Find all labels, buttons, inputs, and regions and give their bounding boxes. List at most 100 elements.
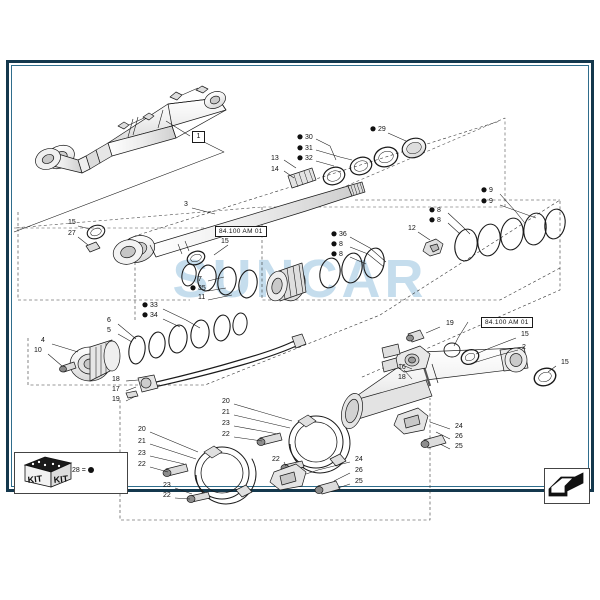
- callout-8[interactable]: 8: [331, 241, 343, 248]
- callout-8[interactable]: 8: [429, 207, 441, 214]
- callout-30[interactable]: 30: [297, 134, 313, 141]
- callout-bullet: [142, 302, 148, 308]
- callout-22[interactable]: 22: [138, 461, 146, 468]
- callout-number: 5: [107, 327, 111, 334]
- callout-number: 23: [163, 482, 171, 489]
- callout-number: 9: [489, 187, 493, 194]
- callout-20[interactable]: 20: [138, 426, 146, 433]
- reference-label-mid[interactable]: 84.100 AM 01: [215, 226, 267, 237]
- callout-15[interactable]: 15: [521, 331, 529, 338]
- callout-17[interactable]: 17: [112, 386, 120, 393]
- callout-9[interactable]: 9: [481, 198, 493, 205]
- callout-25[interactable]: 25: [455, 443, 463, 450]
- callout-12[interactable]: 12: [408, 225, 416, 232]
- callout-number: 22: [138, 461, 146, 468]
- callout-bullet: [429, 207, 435, 213]
- callout-4[interactable]: 4: [41, 337, 45, 344]
- callout-bullet: [429, 217, 435, 223]
- callout-22[interactable]: 22: [163, 492, 171, 499]
- callout-16[interactable]: 16: [398, 364, 406, 371]
- callout-34[interactable]: 34: [142, 312, 158, 319]
- callout-bullet: [297, 145, 303, 151]
- callout-15[interactable]: 15: [221, 238, 229, 245]
- callout-number: 31: [305, 145, 313, 152]
- callout-11[interactable]: 11: [198, 294, 205, 301]
- callout-number: 8: [437, 207, 441, 214]
- callout-number: 2: [522, 344, 526, 351]
- callout-31[interactable]: 31: [297, 145, 313, 152]
- callout-number: 19: [112, 396, 120, 403]
- callout-32[interactable]: 32: [297, 155, 313, 162]
- callout-number: 19: [446, 320, 454, 327]
- callout-13[interactable]: 13: [271, 155, 279, 162]
- callout-33[interactable]: 33: [142, 302, 158, 309]
- callout-number: 29: [378, 126, 386, 133]
- callout-35[interactable]: 35: [190, 285, 206, 292]
- callout-26[interactable]: 26: [355, 467, 363, 474]
- callout-26[interactable]: 26: [455, 433, 463, 440]
- callout-21[interactable]: 21: [222, 409, 230, 416]
- kit-legend-box: KIT KIT: [14, 452, 128, 494]
- assembly-callout-box[interactable]: 1: [192, 131, 205, 143]
- callout-29[interactable]: 29: [370, 126, 386, 133]
- callout-number: 8: [437, 217, 441, 224]
- callout-2[interactable]: 2: [522, 344, 526, 351]
- callout-6[interactable]: 6: [107, 317, 111, 324]
- callout-number: 23: [138, 450, 146, 457]
- callout-number: 10: [34, 347, 42, 354]
- callout-25[interactable]: 25: [355, 478, 363, 485]
- callout-15[interactable]: 15: [68, 219, 76, 226]
- callout-number: 20: [138, 426, 146, 433]
- callout-number-layer: 1315271314303132291573511368812889933346…: [34, 126, 569, 499]
- svg-text:KIT: KIT: [27, 473, 43, 485]
- callout-bullet: [481, 198, 487, 204]
- callout-18[interactable]: 18: [398, 374, 406, 381]
- callout-number: 13: [271, 155, 279, 162]
- callout-21[interactable]: 21: [138, 438, 146, 445]
- callout-19[interactable]: 19: [112, 396, 120, 403]
- callout-bullet: [481, 187, 487, 193]
- callout-15[interactable]: 15: [561, 359, 569, 366]
- callout-22[interactable]: 22: [222, 431, 230, 438]
- callout-bullet: [331, 251, 337, 257]
- reference-label-right[interactable]: 84.100 AM 01: [481, 317, 533, 328]
- callout-23[interactable]: 23: [163, 482, 171, 489]
- callout-24[interactable]: 24: [355, 456, 363, 463]
- kit-legend-text: 28 =: [72, 467, 86, 474]
- callout-number: 32: [305, 155, 313, 162]
- callout-bullet: [190, 285, 196, 291]
- callout-10[interactable]: 10: [34, 347, 42, 354]
- callout-7[interactable]: 7: [198, 276, 202, 283]
- callout-number: 30: [305, 134, 313, 141]
- callout-number: 18: [112, 376, 120, 383]
- callout-number: 15: [561, 359, 569, 366]
- page-corner-icon[interactable]: [544, 468, 590, 504]
- callout-20[interactable]: 20: [222, 398, 230, 405]
- callout-14[interactable]: 14: [271, 166, 279, 173]
- callout-23[interactable]: 23: [222, 420, 230, 427]
- callout-8[interactable]: 8: [429, 217, 441, 224]
- callout-22[interactable]: 22: [272, 456, 280, 463]
- callout-27[interactable]: 27: [68, 230, 76, 237]
- callout-number: 8: [339, 241, 343, 248]
- callout-number: 22: [163, 492, 171, 499]
- callout-24[interactable]: 24: [455, 423, 463, 430]
- callout-8[interactable]: 8: [331, 251, 343, 258]
- callout-5[interactable]: 5: [107, 327, 111, 334]
- callout-bullet: [331, 231, 337, 237]
- callout-9[interactable]: 9: [481, 187, 493, 194]
- callout-bullet: [142, 312, 148, 318]
- callout-number: 36: [339, 231, 347, 238]
- callout-number: 15: [521, 331, 529, 338]
- callout-23[interactable]: 23: [138, 450, 146, 457]
- callout-36[interactable]: 36: [331, 231, 347, 238]
- callout-3[interactable]: 3: [184, 201, 188, 208]
- callout-bullet: [297, 134, 303, 140]
- callout-number: 26: [355, 467, 363, 474]
- callout-18[interactable]: 18: [112, 376, 120, 383]
- callout-number: 8: [339, 251, 343, 258]
- svg-text:KIT: KIT: [53, 473, 69, 485]
- callout-19[interactable]: 19: [446, 320, 454, 327]
- callout-number: 26: [455, 433, 463, 440]
